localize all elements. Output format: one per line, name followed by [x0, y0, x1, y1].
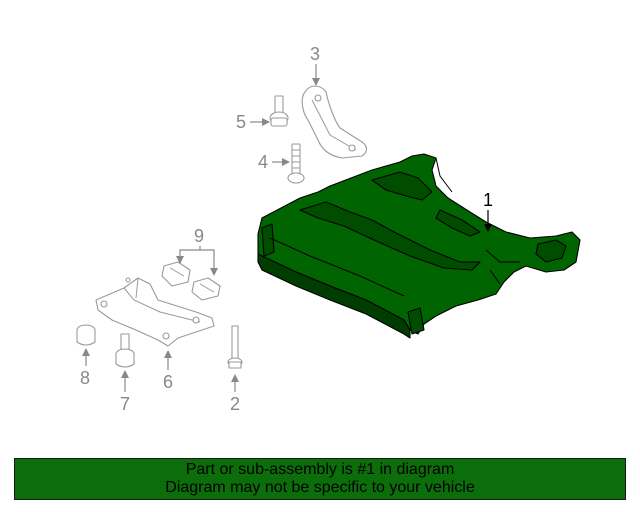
callout-9: 9	[176, 226, 218, 276]
part-6-skid-plate[interactable]	[95, 277, 215, 347]
part-2-bolt[interactable]	[227, 325, 243, 369]
callout-3-label: 3	[310, 44, 320, 64]
callout-8: 8	[80, 348, 90, 388]
callout-5: 5	[236, 112, 270, 132]
callout-5-label: 5	[236, 112, 246, 132]
callout-8-label: 8	[80, 368, 90, 388]
callout-2: 2	[230, 374, 240, 414]
part-4-bolt[interactable]	[287, 143, 305, 184]
callout-1: 1	[483, 190, 493, 232]
part-1-subframe[interactable]	[257, 153, 581, 339]
callout-7: 7	[120, 370, 130, 414]
callout-4: 4	[258, 152, 290, 172]
callout-3: 3	[310, 44, 320, 86]
footer-banner: Part or sub-assembly is #1 in diagram Di…	[14, 458, 626, 500]
callout-9-label: 9	[194, 226, 204, 246]
callout-6: 6	[163, 350, 173, 392]
parts-diagram: 1 3 5 4 9 8 7 6 2	[76, 44, 581, 414]
part-3-bracket[interactable]	[301, 85, 368, 159]
part-7-bolt[interactable]	[115, 333, 135, 368]
part-5-bolt[interactable]	[269, 95, 289, 127]
callout-2-label: 2	[230, 394, 240, 414]
callout-7-label: 7	[120, 394, 130, 414]
footer-line-1: Part or sub-assembly is #1 in diagram	[185, 461, 455, 478]
callout-1-label: 1	[483, 190, 493, 210]
part-9-clips[interactable]	[161, 261, 221, 301]
part-8-nut[interactable]	[76, 324, 96, 346]
callout-4-label: 4	[258, 152, 268, 172]
footer-line-2: Diagram may not be specific to your vehi…	[165, 479, 475, 496]
callout-6-label: 6	[163, 372, 173, 392]
